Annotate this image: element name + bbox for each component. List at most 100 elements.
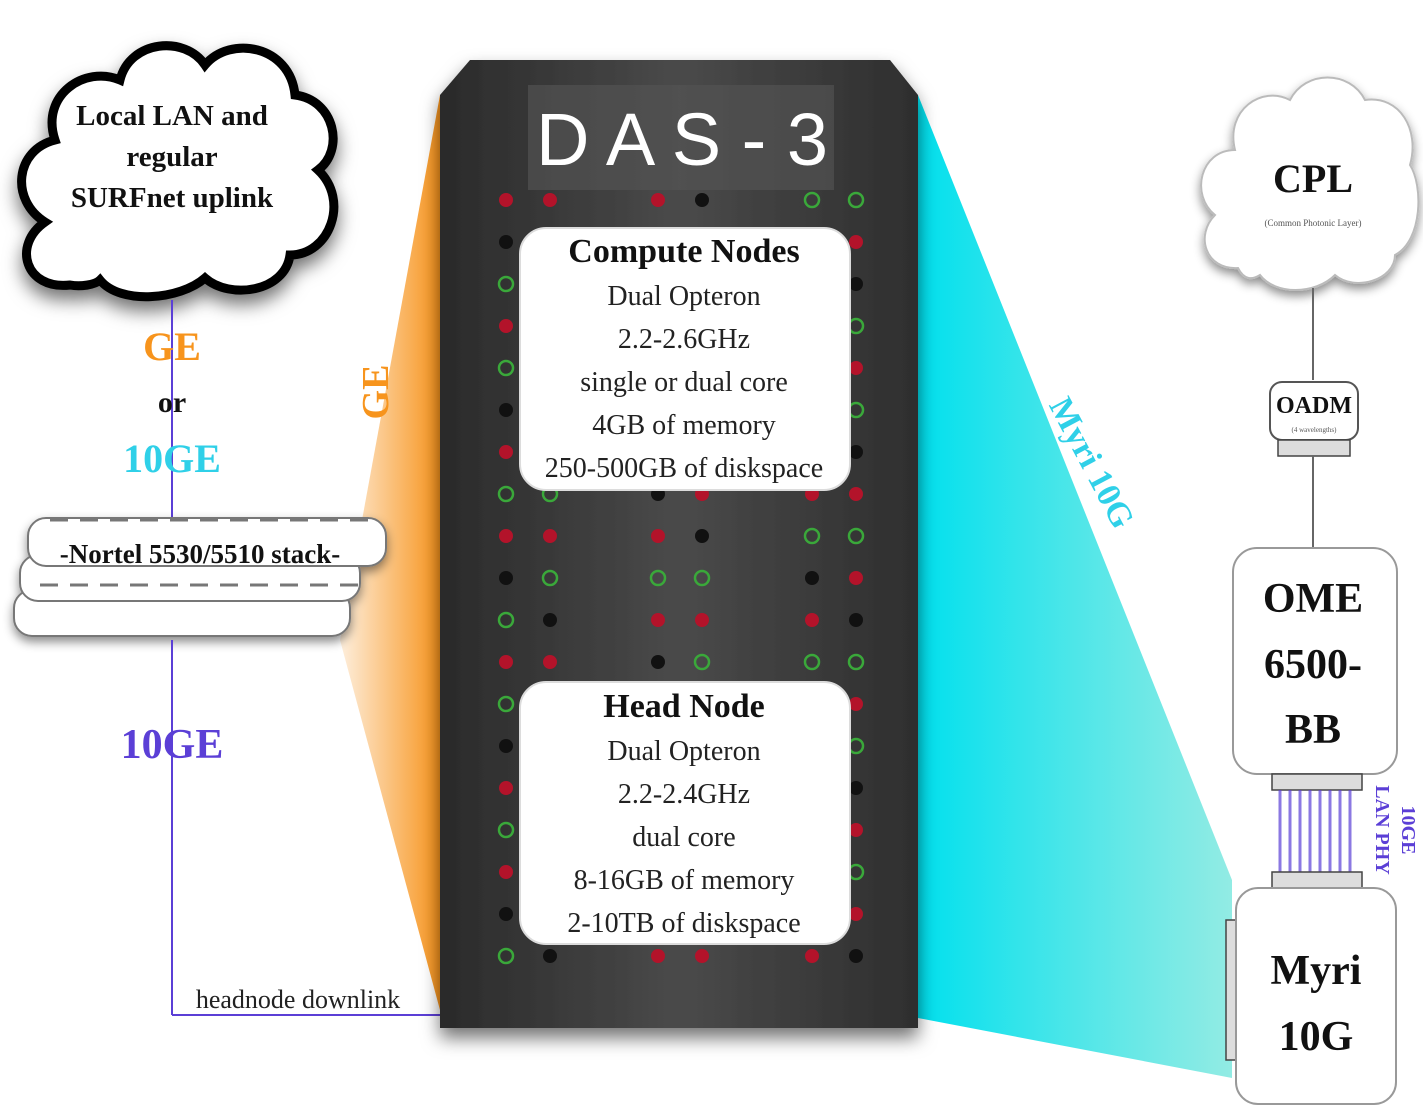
- rack-led: [847, 527, 865, 545]
- rack-led: [803, 191, 821, 209]
- oadm-connector-strip: [1277, 439, 1351, 457]
- rack-led: [849, 277, 863, 291]
- rack-led: [651, 655, 665, 669]
- rack-led: [543, 949, 557, 963]
- compute-nodes-panel: [519, 227, 851, 491]
- rack-led: [497, 275, 515, 293]
- head-node-line-2: 2.2-2.4GHz: [618, 779, 750, 810]
- downlink-label: headnode downlink: [196, 985, 400, 1014]
- uplink-10ge-label: 10GE: [123, 436, 221, 481]
- ge-fan: [340, 95, 440, 1010]
- lan-cloud: [17, 41, 339, 302]
- lan-phy-label: LAN PHY: [1371, 785, 1393, 875]
- myri-fan: [918, 95, 1232, 1078]
- rack-led: [847, 653, 865, 671]
- rack-led: [847, 191, 865, 209]
- head-node-line-4: 8-16GB of memory: [574, 865, 795, 896]
- lan-cloud-line-3: SURFnet uplink: [71, 182, 274, 214]
- rack-led: [849, 823, 863, 837]
- switch-label: -Nortel 5530/5510 stack-: [60, 539, 340, 569]
- downlink-speed-label: 10GE: [121, 722, 224, 768]
- lan-phy-speed: 10GE: [1397, 806, 1419, 855]
- head-node-panel: [519, 681, 851, 945]
- rack-led: [849, 445, 863, 459]
- rack-led: [649, 569, 667, 587]
- rack-led: [497, 611, 515, 629]
- cpl-subtitle: (Common Photonic Layer): [1265, 218, 1362, 228]
- rack-led: [849, 697, 863, 711]
- rack-led: [497, 947, 515, 965]
- rack-led: [805, 571, 819, 585]
- rack-led: [499, 571, 513, 585]
- rack-led: [695, 949, 709, 963]
- head-node-line-1: Dual Opteron: [607, 736, 760, 767]
- rack-led: [803, 653, 821, 671]
- rack-led: [805, 613, 819, 627]
- rack-led: [497, 821, 515, 839]
- rack-led: [499, 781, 513, 795]
- myri-box-line-2: 10G: [1279, 1014, 1354, 1060]
- rack-led: [651, 949, 665, 963]
- ome-line-2: 6500-: [1264, 642, 1362, 688]
- rack-led: [497, 485, 515, 503]
- cpl-title: CPL: [1273, 156, 1353, 201]
- rack-led: [695, 613, 709, 627]
- rack-led: [497, 695, 515, 713]
- rack-led: [805, 949, 819, 963]
- head-node-line-3: dual core: [632, 822, 735, 853]
- rack-led: [543, 613, 557, 627]
- rack-led: [849, 361, 863, 375]
- rack-led: [497, 359, 515, 377]
- rack-led: [499, 907, 513, 921]
- rack-led: [499, 403, 513, 417]
- lan-phy-fibres: [1278, 790, 1352, 872]
- rack-led: [499, 319, 513, 333]
- myri-box-line-1: Myri: [1271, 948, 1362, 994]
- rack-led: [543, 529, 557, 543]
- rack-led: [499, 655, 513, 669]
- oadm-label: OADM: [1276, 393, 1352, 419]
- compute-nodes-line-5: 250-500GB of diskspace: [545, 453, 823, 484]
- uplink-or-label: or: [158, 386, 186, 419]
- rack-led: [651, 193, 665, 207]
- compute-nodes-line-3: single or dual core: [580, 367, 788, 398]
- rack-led: [499, 865, 513, 879]
- myri-box-connector-strip-top: [1271, 871, 1363, 889]
- rack-led: [499, 529, 513, 543]
- lan-cloud-line-1: Local LAN and: [76, 100, 268, 132]
- rack-led: [849, 907, 863, 921]
- rack-led: [849, 613, 863, 627]
- ome-connector-strip: [1271, 773, 1363, 791]
- rack-led: [541, 569, 559, 587]
- oadm-sublabel: (4 wavelengths): [1292, 426, 1338, 434]
- myri-box: [1235, 887, 1397, 1105]
- rack-led: [499, 739, 513, 753]
- rack-led: [499, 235, 513, 249]
- rack-led: [849, 487, 863, 501]
- ome-line-3: BB: [1285, 707, 1341, 753]
- rack-led: [803, 527, 821, 545]
- cpl-cloud: [1200, 76, 1420, 291]
- uplink-ge-label: GE: [143, 324, 201, 369]
- switch-stack: [13, 517, 387, 637]
- rack-led: [849, 235, 863, 249]
- compute-nodes-line-2: 2.2-2.6GHz: [618, 324, 750, 355]
- head-node-title: Head Node: [603, 688, 765, 725]
- rack-led: [849, 781, 863, 795]
- rack-title: D A S - 3: [536, 98, 828, 181]
- rack-led: [695, 193, 709, 207]
- compute-nodes-line-4: 4GB of memory: [592, 410, 776, 441]
- rack-led: [651, 529, 665, 543]
- rack-led: [693, 653, 711, 671]
- rack-led: [651, 613, 665, 627]
- compute-nodes-line-1: Dual Opteron: [607, 281, 760, 312]
- rack-led: [543, 655, 557, 669]
- rack-led: [849, 571, 863, 585]
- rack-led: [693, 569, 711, 587]
- head-node-line-5: 2-10TB of diskspace: [567, 908, 800, 939]
- ge-fan-label: GE: [355, 365, 397, 420]
- compute-nodes-title: Compute Nodes: [568, 233, 799, 270]
- rack-led: [695, 529, 709, 543]
- rack-led: [543, 193, 557, 207]
